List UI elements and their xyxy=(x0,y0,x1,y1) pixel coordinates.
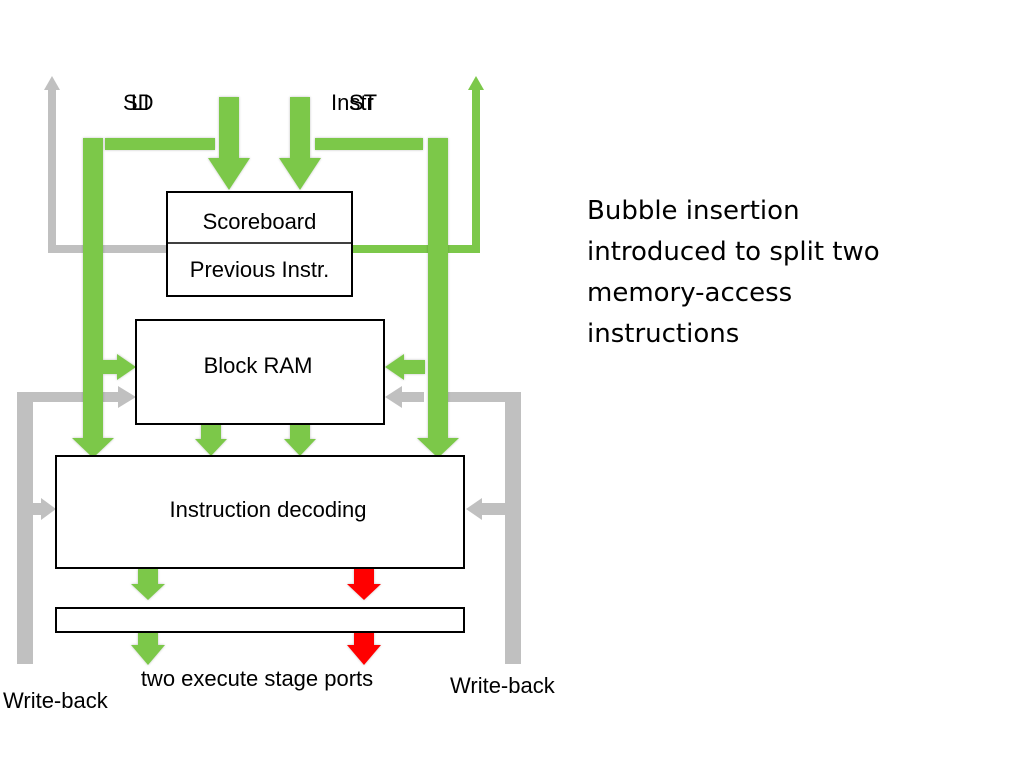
previous-instr-label: Previous Instr. xyxy=(190,257,329,282)
scoreboard-label: Scoreboard xyxy=(203,209,317,234)
grey-feedback-left xyxy=(44,76,168,253)
instruction-decoding-box: Instruction decoding xyxy=(55,455,465,569)
execute-ports-label: two execute stage ports xyxy=(141,666,373,691)
grey-arrow-into-decoding-right xyxy=(466,498,482,520)
note-line-3: memory-access xyxy=(587,278,793,308)
top-label-instr: Instr xyxy=(331,90,374,115)
pipeline-register-bar xyxy=(55,607,465,633)
top-label-sd: SD xyxy=(123,90,154,115)
grey-arrow-into-ram-left xyxy=(118,386,136,408)
annotation-note: Bubble insertion introduced to split two… xyxy=(587,191,967,355)
green-input-arrows xyxy=(208,97,321,190)
grey-arrow-into-decoding-left xyxy=(41,498,56,520)
write-back-right-label: Write-back xyxy=(450,673,556,698)
top-label-st: ST xyxy=(349,90,377,115)
grey-writeback-right-path xyxy=(385,386,521,664)
grey-writeback-left-path xyxy=(17,386,136,664)
note-line-1: Bubble insertion xyxy=(587,196,800,226)
green-arrow-into-ram-left xyxy=(117,354,136,380)
green-ram-outputs xyxy=(195,424,316,456)
green-feedback-right xyxy=(352,76,484,253)
top-label-li: LI xyxy=(131,90,149,115)
note-line-4: instructions xyxy=(587,319,740,349)
note-line-2: introduced to split two xyxy=(587,237,880,267)
execute-port-arrows xyxy=(131,632,381,665)
write-back-left-label: Write-back xyxy=(3,688,109,713)
grey-arrow-into-ram-right xyxy=(385,386,402,408)
green-side-paths xyxy=(72,138,459,458)
decode-output-arrows xyxy=(131,569,381,600)
scoreboard-box: Scoreboard Previous Instr. xyxy=(166,191,353,297)
block-ram-box: Block RAM xyxy=(135,319,385,425)
block-ram-label: Block RAM xyxy=(204,353,313,378)
green-arrow-into-ram-right xyxy=(385,354,404,380)
instruction-decoding-label: Instruction decoding xyxy=(170,497,367,522)
